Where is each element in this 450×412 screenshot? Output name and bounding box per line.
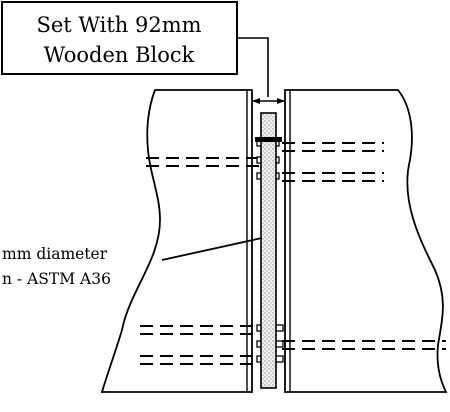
callout-line-1: Set With 92mm [36, 13, 201, 37]
rod-label-line-2: n - ASTM A36 [2, 270, 111, 288]
right-slab [284, 89, 448, 393]
rod-label-line-1: mm diameter [2, 245, 108, 263]
left-slab [100, 89, 253, 393]
gap-arrow-left [252, 98, 260, 104]
tie-rod [260, 112, 277, 389]
callout-leader [237, 37, 269, 97]
dowel-bars [140, 142, 446, 365]
rod-label-leader [161, 237, 263, 261]
callout-line-2: Wooden Block [44, 43, 195, 67]
callout-box [1, 1, 238, 75]
rod-clamp [255, 137, 282, 142]
gap-arrow-right [277, 98, 285, 104]
